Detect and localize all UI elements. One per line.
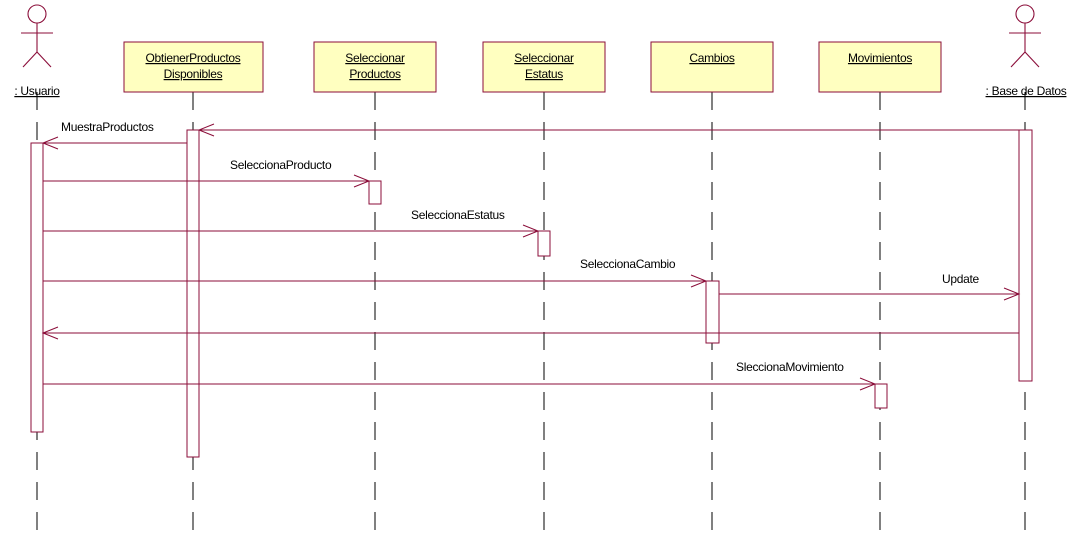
object-selest-label-line1: Seleccionar	[514, 51, 574, 65]
object-obtener-label-line1: ObtienerProductos	[146, 51, 241, 65]
object-seleccionar-estatus: Seleccionar Estatus	[482, 41, 606, 93]
arrowhead-icon	[197, 123, 215, 137]
arrowhead-icon	[859, 377, 877, 391]
object-cambios: Cambios	[650, 41, 774, 93]
message-muestra-productos: MuestraProductos	[41, 120, 1019, 150]
message-selecciona-estatus: SeleccionaEstatus	[43, 208, 540, 238]
actor-usuario-icon	[21, 4, 53, 68]
message-muestra-productos-label: MuestraProductos	[61, 120, 154, 134]
message-retorno	[41, 326, 1019, 340]
object-movimientos: Movimientos	[818, 41, 942, 93]
object-selprod-label-line1: Seleccionar	[345, 51, 405, 65]
actor-usuario-label: : Usuario	[14, 84, 60, 98]
actor-base-de-datos-icon	[1009, 4, 1041, 68]
message-selecciona-producto: SeleccionaProducto	[43, 158, 371, 188]
object-selest-label-line2: Estatus	[525, 67, 563, 81]
arrowhead-icon	[41, 136, 59, 150]
arrowhead-icon	[522, 224, 540, 238]
message-selecciona-cambio-label: SeleccionaCambio	[580, 257, 676, 271]
object-movimientos-label: Movimientos	[848, 51, 912, 65]
activation-movimientos	[874, 383, 888, 409]
actor-base-de-datos-label: : Base de Datos	[986, 84, 1067, 98]
activation-bd	[1018, 129, 1033, 382]
arrowhead-icon	[1003, 287, 1021, 301]
arrowhead-icon	[353, 174, 371, 188]
message-selecciona-producto-label: SeleccionaProducto	[230, 158, 332, 172]
message-selecciona-cambio: SeleccionaCambio	[43, 257, 708, 288]
object-selprod-label-line2: Productos	[349, 67, 401, 81]
message-update: Update	[719, 272, 1021, 301]
object-seleccionar-productos: Seleccionar Productos	[313, 41, 437, 93]
object-cambios-label: Cambios	[689, 51, 735, 65]
activation-selprod	[368, 180, 382, 205]
object-obtener-label-line2: Disponibles	[164, 67, 223, 81]
message-selecciona-movimiento-label: SleccionaMovimiento	[736, 360, 844, 374]
object-obtener-productos-disponibles: ObtienerProductos Disponibles	[123, 41, 264, 93]
message-selecciona-estatus-label: SeleccionaEstatus	[411, 208, 505, 222]
arrowhead-icon	[41, 326, 59, 340]
message-update-label: Update	[942, 272, 980, 286]
actor-usuario: : Usuario	[14, 4, 61, 98]
activation-cambios	[705, 280, 720, 344]
activation-selest	[537, 230, 551, 257]
arrowhead-icon	[690, 274, 708, 288]
activation-usuario	[30, 142, 44, 433]
actor-base-de-datos: : Base de Datos	[986, 4, 1067, 98]
message-selecciona-movimiento: SleccionaMovimiento	[43, 360, 877, 391]
activation-obtener	[186, 129, 200, 458]
